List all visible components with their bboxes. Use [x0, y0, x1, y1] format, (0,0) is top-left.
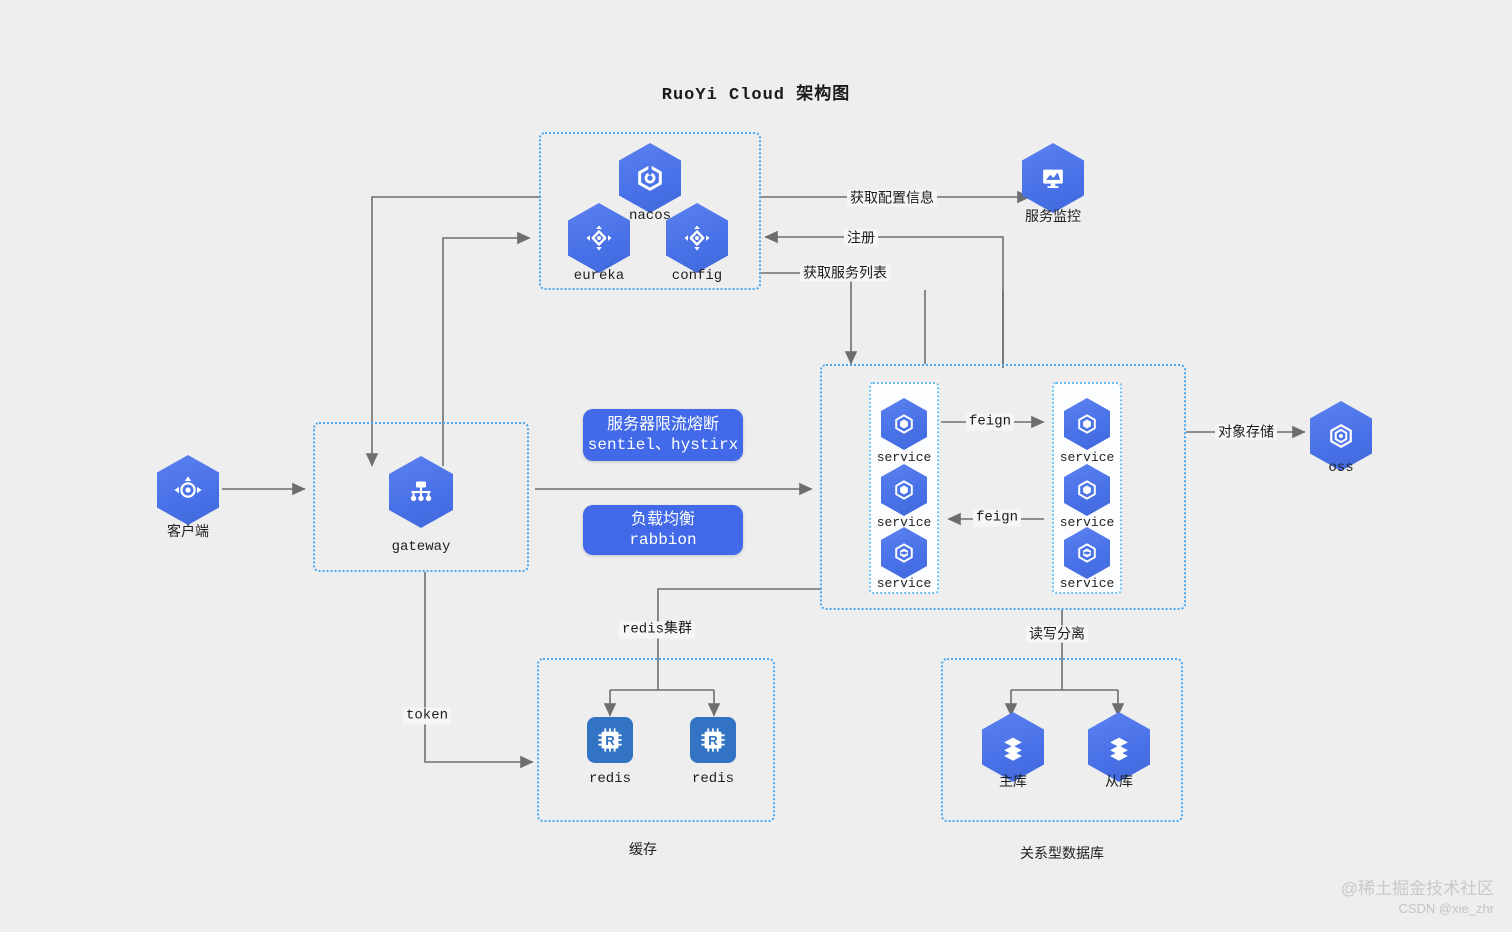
node-service-l2-icon[interactable]: [881, 464, 927, 516]
service-hexagon-icon: [895, 414, 913, 434]
eureka-diamond-icon: [586, 225, 612, 251]
node-config-label: config: [671, 268, 723, 284]
client-target-icon: [174, 476, 202, 498]
node-service-r2-label: service: [1059, 515, 1115, 530]
config-diamond-icon: [684, 225, 710, 251]
node-nacos-label: nacos: [628, 208, 672, 224]
node-redis-2-icon[interactable]: R: [690, 717, 736, 763]
watermark-line2: CSDN @xie_zhr: [1398, 901, 1494, 916]
nacos-hexagon-icon: [638, 165, 662, 191]
policy-box-rate-limit-line1: 服务器限流熔断: [606, 415, 719, 433]
cache-group-caption: 缓存: [629, 841, 657, 857]
edge-label-token: token: [402, 707, 452, 725]
gateway-group-box: [313, 422, 529, 572]
policy-box-rate-limit-line2: sentiel、hystirx: [587, 435, 739, 454]
node-service-r1-label: service: [1059, 450, 1115, 465]
node-db-master-label: 主库: [999, 773, 1027, 789]
node-client-icon[interactable]: [157, 455, 219, 525]
service-hexagon-icon: [1078, 480, 1096, 500]
node-db-slave-icon[interactable]: [1088, 712, 1150, 782]
edge-label-feign-forward: feign: [965, 413, 1015, 431]
database-group-box: [941, 658, 1183, 822]
edge-label-register: 注册: [844, 229, 878, 247]
node-client-label: 客户端: [167, 523, 209, 539]
cache-group-box: [537, 658, 775, 822]
gateway-network-icon: [410, 481, 432, 502]
page-title: RuoYi Cloud 架构图: [661, 86, 851, 105]
service-hexagon-icon: [895, 480, 913, 500]
edge-get-service-list: [759, 272, 858, 365]
node-monitor-label: 服务监控: [1025, 208, 1081, 224]
node-service-l1-label: service: [876, 450, 932, 465]
service-hexagon-icon: [1078, 543, 1096, 563]
edge-label-get-service-list: 获取服务列表: [800, 264, 890, 282]
node-redis-2-label: redis: [691, 771, 735, 787]
edge-label-redis-cluster: redis集群: [618, 621, 696, 639]
database-layers-icon: [1004, 737, 1022, 761]
registry-group-box: [539, 132, 761, 290]
node-service-r3-label: service: [1059, 576, 1115, 591]
edge-gateway-token-cache: [424, 572, 534, 769]
node-monitor-icon[interactable]: [1022, 143, 1084, 213]
node-service-l3-icon[interactable]: [881, 527, 927, 579]
node-service-l2-label: service: [876, 515, 932, 530]
node-service-l1-icon[interactable]: [881, 398, 927, 450]
services-group-box: [820, 364, 1186, 610]
edge-label-get-config: 获取配置信息: [847, 189, 937, 207]
svg-text:R: R: [708, 733, 718, 748]
policy-box-load-balance[interactable]: 负载均衡 rabbion: [583, 505, 743, 555]
node-redis-1-icon[interactable]: R: [587, 717, 633, 763]
edge-label-read-write-split: 读写分离: [1026, 625, 1088, 643]
node-redis-1-label: redis: [588, 771, 632, 787]
node-oss-icon[interactable]: [1310, 401, 1372, 471]
watermark-line1: @稀土掘金技术社区: [1340, 879, 1494, 898]
node-db-master-icon[interactable]: [982, 712, 1044, 782]
node-service-l3-label: service: [876, 576, 932, 591]
edge-services-register: [764, 230, 1004, 368]
oss-storage-icon: [1330, 424, 1352, 448]
redis-chip-icon: R: [701, 728, 725, 752]
node-gateway-label: gateway: [391, 539, 451, 555]
database-layers-icon: [1110, 737, 1128, 761]
policy-box-load-balance-line2: rabbion: [629, 530, 697, 549]
monitor-chart-icon: [1043, 169, 1063, 189]
edge-label-feign-back: feign: [972, 509, 1022, 527]
database-group-caption: 关系型数据库: [1020, 845, 1104, 861]
policy-box-rate-limit[interactable]: 服务器限流熔断 sentiel、hystirx: [583, 409, 743, 461]
policy-box-load-balance-line1: 负载均衡: [630, 510, 695, 528]
svg-text:R: R: [605, 733, 615, 748]
watermark: @稀土掘金技术社区 CSDN @xie_zhr: [1341, 878, 1494, 918]
service-hexagon-icon: [1078, 414, 1096, 434]
edge-label-object-storage: 对象存储: [1215, 423, 1277, 441]
node-eureka-label: eureka: [573, 268, 625, 284]
node-db-slave-label: 从库: [1105, 773, 1133, 789]
node-oss-label: oss: [1328, 460, 1354, 476]
redis-chip-icon: R: [598, 728, 622, 752]
service-hexagon-icon: [895, 543, 913, 563]
